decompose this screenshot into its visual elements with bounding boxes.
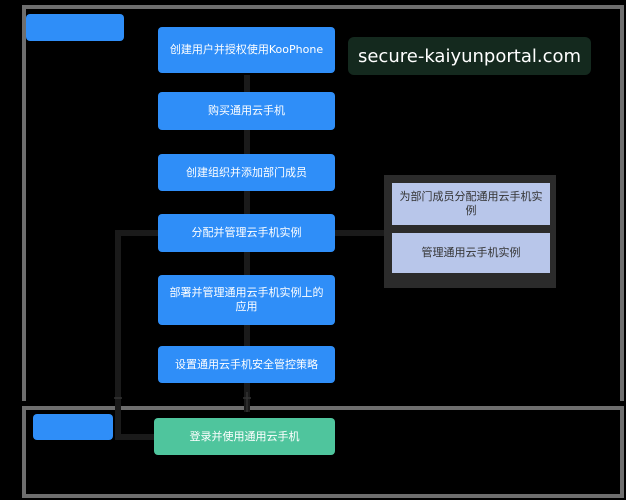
- step-create-user-authorize[interactable]: 创建用户并授权使用KooPhone: [158, 27, 335, 73]
- admin-lane-frame: [22, 5, 624, 401]
- admin-role-tag: [26, 14, 124, 41]
- step-login-use-cloud-phone[interactable]: 登录并使用通用云手机: [154, 418, 335, 455]
- step-buy-cloud-phone[interactable]: 购买通用云手机: [158, 92, 335, 130]
- user-role-tag: [33, 414, 113, 440]
- step-deploy-manage-apps[interactable]: 部署并管理通用云手机实例上的应用: [158, 275, 335, 325]
- step-set-security-policy[interactable]: 设置通用云手机安全管控策略: [158, 346, 335, 383]
- step-create-org-add-members[interactable]: 创建组织并添加部门成员: [158, 154, 335, 191]
- user-lane-frame: [22, 406, 624, 498]
- domain-badge: secure-kaiyunportal.com: [348, 37, 591, 75]
- sub-step-manage-instances[interactable]: 管理通用云手机实例: [392, 233, 550, 273]
- sub-steps-panel: 为部门成员分配通用云手机实例 管理通用云手机实例: [384, 175, 556, 288]
- sub-step-assign-instances[interactable]: 为部门成员分配通用云手机实例: [392, 183, 550, 225]
- step-assign-manage-instances[interactable]: 分配并管理云手机实例: [158, 214, 335, 252]
